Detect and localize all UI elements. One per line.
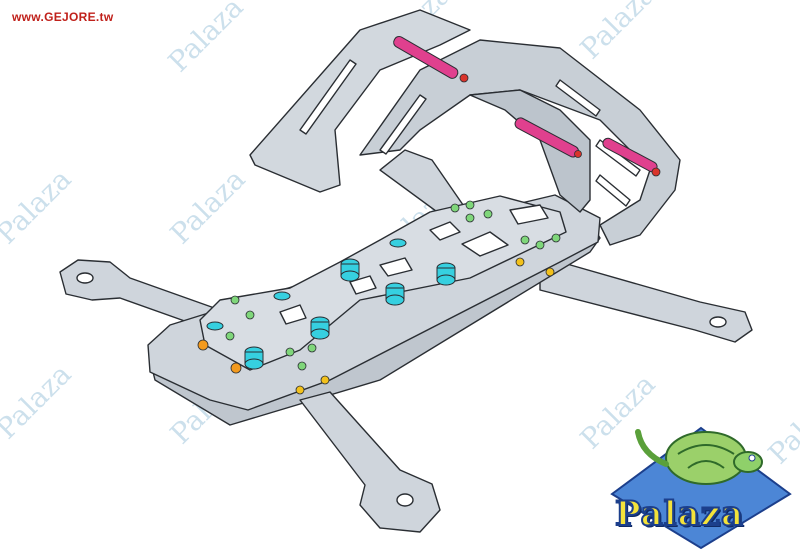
side-plate-slot [595, 174, 631, 207]
cyan-standoffs [206, 238, 456, 370]
screw-green [297, 361, 307, 371]
side-plate-slot [595, 139, 641, 177]
screw-yellow [320, 375, 330, 385]
screw-green [450, 203, 460, 213]
nut-cyan [436, 274, 456, 286]
motor-mount-hole [709, 316, 727, 328]
screw-green [551, 233, 561, 243]
logo-turtle-tail [635, 429, 669, 467]
screw-red [651, 167, 661, 177]
logo-turtle-pattern [677, 444, 735, 469]
plate-cutout [379, 257, 413, 277]
logo-turtle-eye [748, 454, 756, 462]
screw-yellow [545, 267, 555, 277]
plate-cutout [429, 221, 461, 241]
screw-red [574, 150, 582, 158]
screw-green [465, 200, 475, 210]
nut-cyan [310, 328, 330, 340]
side-plate-right [359, 39, 681, 246]
cage-screws [459, 73, 661, 177]
screw-green [520, 235, 530, 245]
screw-green [225, 331, 235, 341]
logo-diamond [610, 426, 792, 550]
nut-cyan [273, 291, 291, 301]
logo-turtle-head [733, 451, 763, 473]
plate-cutout [349, 275, 377, 295]
side-plate-slot [379, 94, 427, 155]
site-url-text: www.GEJORE.tw [12, 10, 114, 24]
green-screws [225, 200, 561, 371]
standoffs [393, 36, 658, 173]
plate-cutout [509, 204, 549, 225]
nut-cyan [340, 270, 360, 282]
arm-front-bottom [299, 391, 441, 533]
screw-green [230, 295, 240, 305]
nut-cyan [385, 294, 405, 306]
palaza-logo [610, 426, 792, 550]
screw-red [459, 73, 469, 83]
nut-cyan [206, 321, 224, 331]
motor-mount-hole [76, 272, 94, 284]
screw-green [465, 213, 475, 223]
screw-green [285, 347, 295, 357]
side-plate-slot [299, 59, 357, 135]
nut-cyan [244, 358, 264, 370]
logo-wordmark: Palaza [614, 493, 744, 535]
arm-rear-right [539, 261, 753, 343]
side-plate-left [249, 9, 471, 193]
screw-green [307, 343, 317, 353]
standoff-magenta [393, 36, 459, 79]
plate-cutout [279, 304, 307, 325]
orange-yellow-screws [197, 257, 555, 395]
screw-yellow [515, 257, 525, 267]
screw-orange [230, 362, 242, 374]
screw-yellow [295, 385, 305, 395]
nut-cyan [389, 238, 407, 248]
plate-cutout [461, 231, 509, 257]
screw-green [483, 209, 493, 219]
motor-mount-hole [396, 493, 414, 507]
screw-green [245, 310, 255, 320]
side-plate-slot [555, 79, 601, 117]
screw-orange [197, 339, 209, 351]
screw-green [535, 240, 545, 250]
